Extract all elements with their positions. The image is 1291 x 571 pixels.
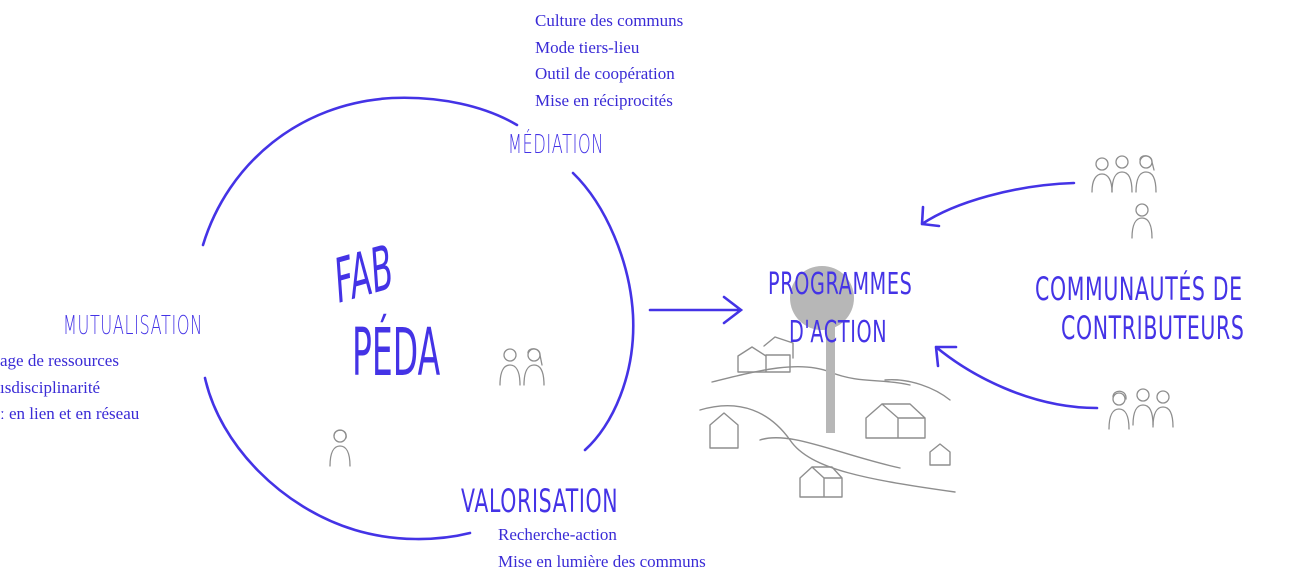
person-icon bbox=[1131, 203, 1153, 239]
valorisation-item: Mise en lumière des communs bbox=[498, 551, 706, 571]
valorisation-title: VALORISATION bbox=[461, 482, 619, 520]
house-icon bbox=[737, 346, 791, 373]
valorisation-item: Recherche-action bbox=[498, 525, 617, 544]
mutualisation-item: ː en lien et en réseau bbox=[0, 404, 140, 423]
mediation-item: Mode tiers-lieu bbox=[535, 37, 640, 57]
communautes-title-line2: CONTRIBUTEURS bbox=[1061, 309, 1245, 347]
house-icon bbox=[865, 403, 926, 439]
village-sketch bbox=[699, 336, 956, 498]
mutualisation-item: ısdisciplinarité bbox=[0, 377, 101, 397]
landscape-line bbox=[699, 405, 956, 493]
person-icon bbox=[329, 429, 351, 467]
cycle-arc-top-right bbox=[571, 171, 635, 452]
valorisation-items: Recherche-action Mise en lumière des com… bbox=[498, 522, 706, 571]
arrow-from-bottom-community bbox=[934, 345, 1099, 410]
tree-icon bbox=[790, 266, 854, 433]
mediation-item: Outil de coopération bbox=[535, 64, 675, 83]
people-group-icon bbox=[1108, 388, 1174, 430]
mediation-items: Culture des communs Mode tiers-lieu Outi… bbox=[535, 8, 683, 114]
mutualisation-items: age de ressources ısdisciplinarité ː en … bbox=[0, 348, 139, 428]
house-icon bbox=[929, 443, 951, 466]
cycle-arc-bottom-left bbox=[203, 376, 472, 541]
mediation-item: Mise en réciprocités bbox=[535, 90, 673, 110]
center-title-line1: FAB bbox=[332, 230, 395, 319]
communautes-title-line1: COMMUNAUTÉS DE bbox=[1035, 270, 1243, 308]
arrow-to-programmes bbox=[648, 295, 744, 325]
landscape-line bbox=[759, 436, 901, 469]
people-group-icon bbox=[1091, 155, 1157, 193]
cycle-arc-top-left bbox=[201, 96, 519, 247]
mediation-item: Culture des communs bbox=[535, 11, 684, 30]
arrow-from-top-community bbox=[920, 181, 1076, 228]
landscape-line bbox=[884, 379, 951, 401]
people-group-icon bbox=[499, 348, 545, 386]
landscape-line bbox=[711, 365, 911, 386]
center-title-line2: PÉDA bbox=[352, 314, 441, 391]
house-icon bbox=[799, 466, 843, 498]
house-icon bbox=[763, 336, 794, 359]
mutualisation-item: age de ressources bbox=[0, 351, 119, 370]
house-icon bbox=[709, 412, 739, 449]
programmes-title-line1: PROGRAMMES bbox=[768, 267, 913, 302]
programmes-title-line2: D'ACTION bbox=[789, 315, 888, 350]
mutualisation-title: MUTUALISATION bbox=[63, 311, 203, 341]
mediation-title: MÉDIATION bbox=[508, 130, 604, 160]
